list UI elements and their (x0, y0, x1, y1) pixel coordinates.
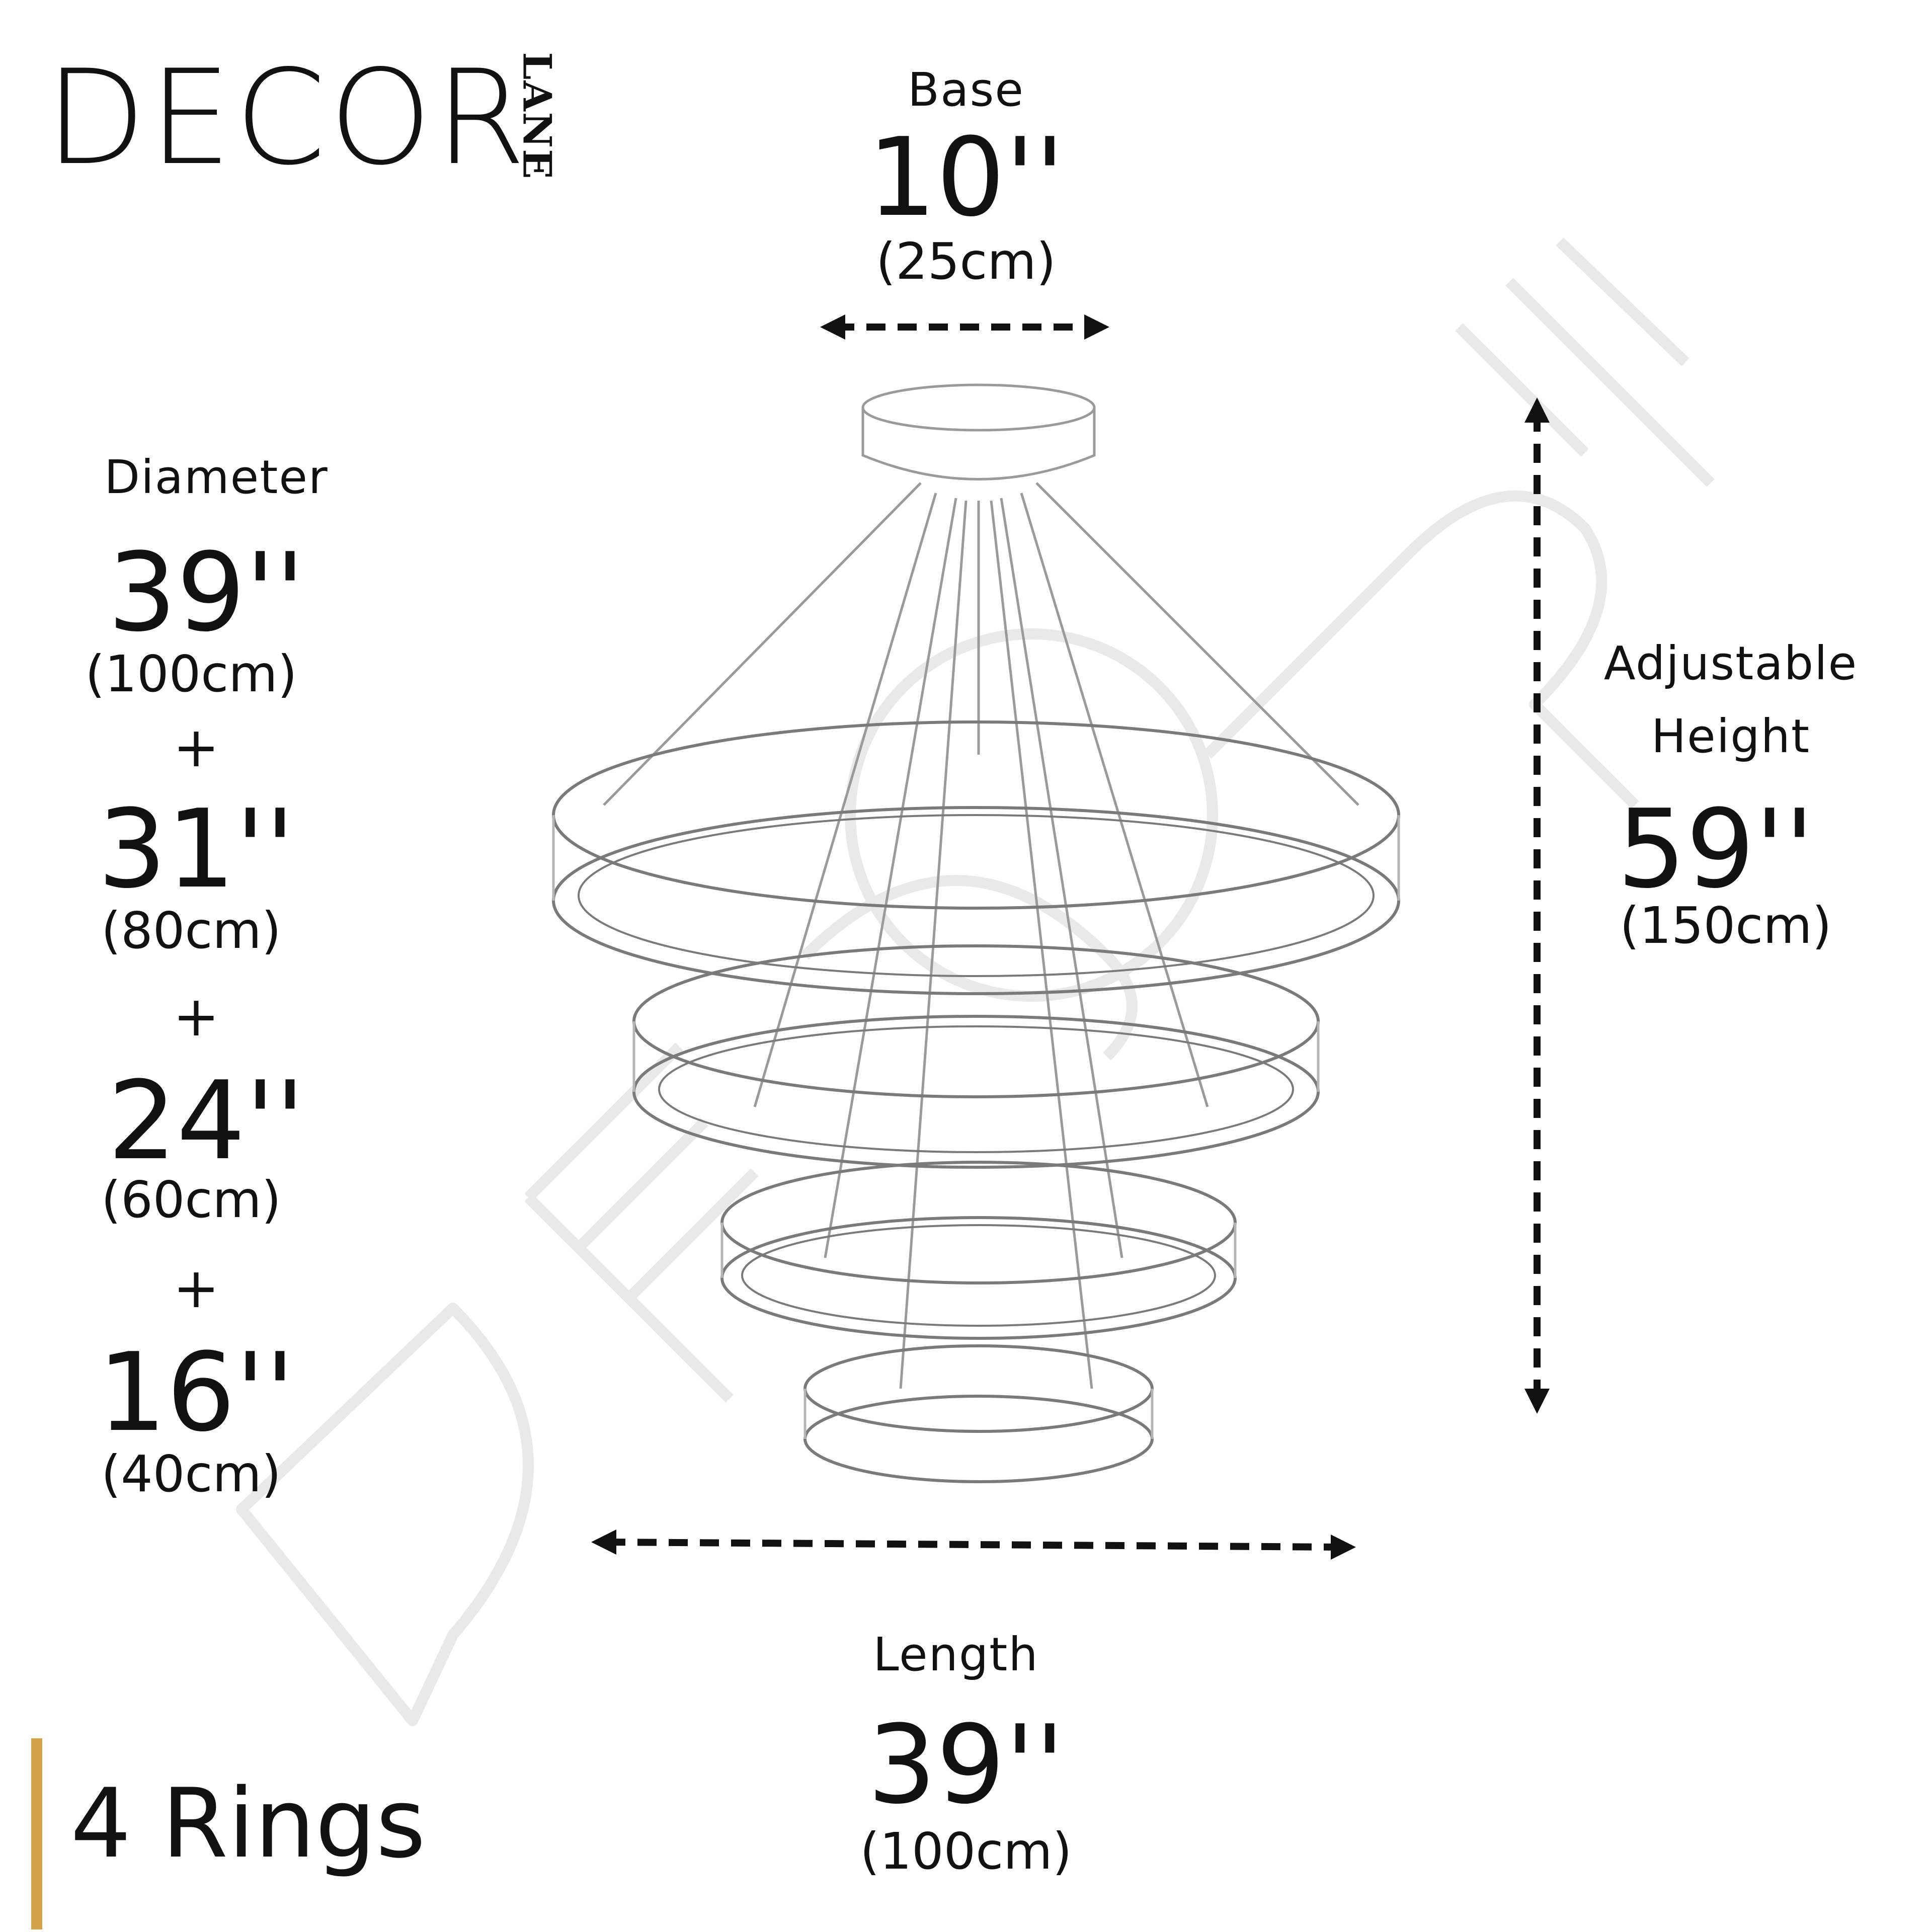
diameter-size-1-cm: (100cm) (85, 645, 297, 703)
diameter-size-2-inches: 31'' (98, 786, 295, 912)
height-label-line1: Adjustable (1603, 636, 1858, 690)
diameter-plus-1: + (173, 715, 220, 779)
height-inches: 59'' (1617, 786, 1814, 912)
diameter-label: Diameter (104, 450, 329, 504)
diameter-plus-3: + (173, 1256, 220, 1320)
base-inches: 10'' (867, 114, 1065, 240)
length-label: Length (873, 1628, 1039, 1681)
diameter-size-4-inches: 16'' (98, 1329, 295, 1456)
diameter-plus-2: + (173, 984, 220, 1049)
height-cm: (150cm) (1620, 896, 1832, 955)
diameter-size-4-cm: (40cm) (101, 1444, 281, 1503)
diameter-size-3-inches: 24'' (108, 1058, 305, 1184)
brand-logo-main: DECOR (45, 42, 529, 194)
rings-count-label: 4 Rings (70, 1768, 426, 1879)
base-label: Base (907, 63, 1025, 117)
base-cm: (25cm) (876, 232, 1056, 291)
length-cm: (100cm) (860, 1822, 1072, 1881)
diameter-size-3-cm: (60cm) (101, 1170, 281, 1229)
diameter-size-2-cm: (80cm) (101, 901, 281, 960)
accent-bar (31, 1738, 42, 1929)
diameter-size-1-inches: 39'' (108, 529, 305, 656)
height-label-line2: Height (1651, 709, 1811, 763)
length-inches: 39'' (867, 1702, 1065, 1828)
